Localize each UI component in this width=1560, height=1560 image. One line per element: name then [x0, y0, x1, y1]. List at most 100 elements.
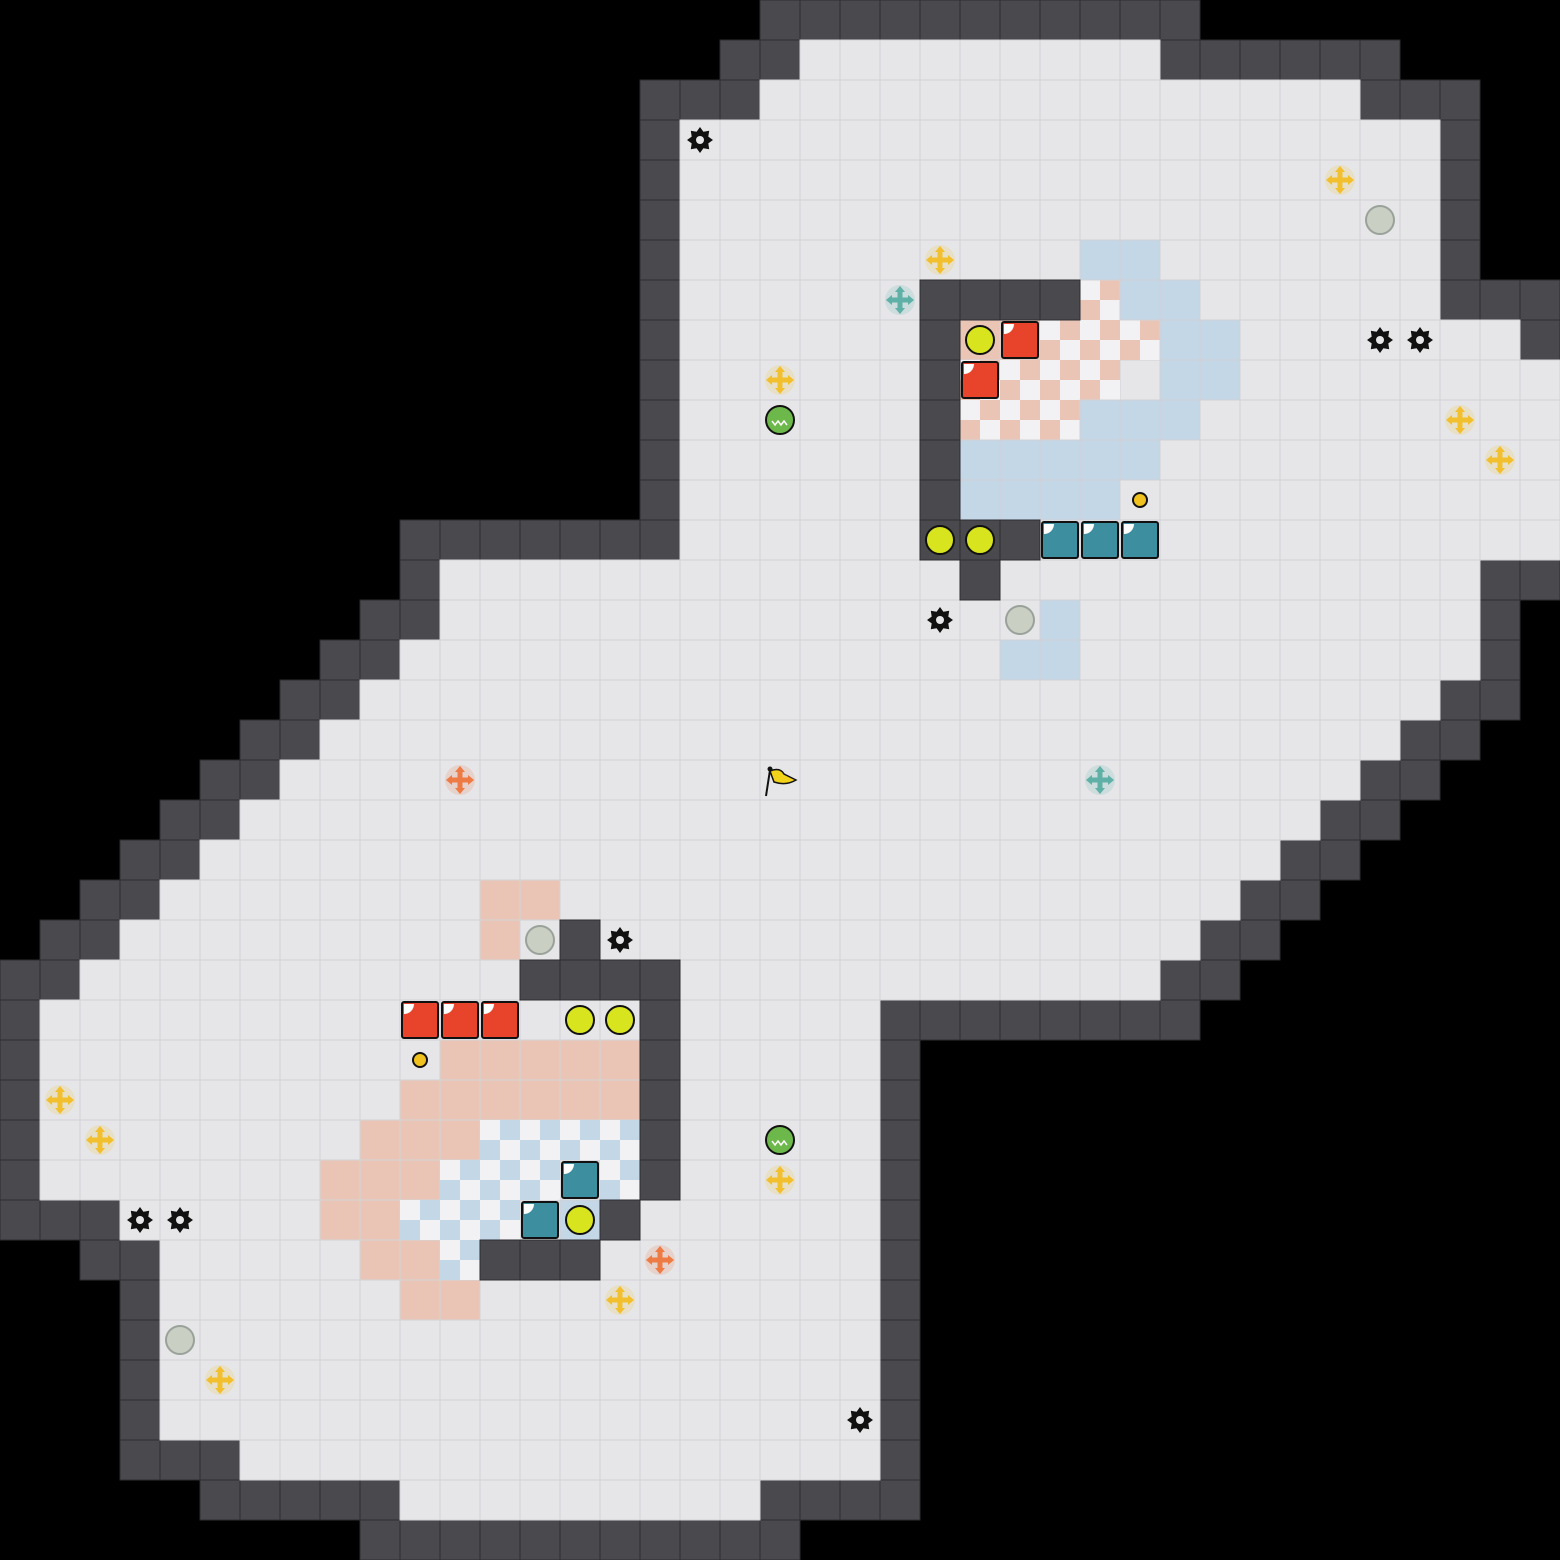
floor-tile	[79, 1079, 121, 1121]
floor-tile	[1079, 799, 1121, 841]
green-orb[interactable]	[765, 405, 795, 435]
small-coin[interactable]	[412, 1052, 428, 1068]
floor-tile	[79, 1039, 121, 1081]
blue-block-shine	[1084, 524, 1094, 534]
floor-tile	[199, 1319, 241, 1361]
move-arrow-yellow-icon[interactable]	[925, 245, 955, 275]
floor-tile	[239, 919, 281, 961]
move-arrow-teal-icon[interactable]	[885, 285, 915, 315]
floor-tile	[279, 1439, 321, 1481]
move-arrow-yellow-icon[interactable]	[1445, 405, 1475, 435]
wall-tile	[439, 519, 481, 561]
floor-tile	[1199, 599, 1241, 641]
move-arrow-yellow-icon[interactable]	[765, 365, 795, 395]
floor-tile	[959, 159, 1001, 201]
wall-tile	[639, 479, 681, 521]
floor-tile	[679, 1239, 721, 1281]
move-arrow-orange-icon[interactable]	[445, 765, 475, 795]
floor-tile	[719, 119, 761, 161]
coin[interactable]	[965, 325, 995, 355]
floor-tile	[1199, 719, 1241, 761]
blue-block-shine	[524, 1204, 534, 1214]
arrow-head	[655, 1246, 665, 1252]
move-arrow-teal-icon[interactable]	[1085, 765, 1115, 795]
move-arrow-orange-icon[interactable]	[645, 1245, 675, 1275]
blue-zone-tile-checker	[480, 1140, 500, 1160]
floor-tile	[559, 879, 601, 921]
coin[interactable]	[965, 525, 995, 555]
floor-tile	[759, 239, 801, 281]
wall-tile	[719, 39, 761, 81]
red-zone-tile	[479, 919, 521, 961]
move-arrow-yellow-icon[interactable]	[85, 1125, 115, 1155]
wall-tile	[1479, 279, 1521, 321]
flag-icon[interactable]	[765, 766, 798, 797]
floor-tile	[759, 1399, 801, 1441]
grey-pad[interactable]	[1005, 605, 1035, 635]
arrow-head	[1495, 468, 1505, 474]
floor-tile	[199, 999, 241, 1041]
arrow-head	[1108, 775, 1114, 785]
wall-tile	[479, 519, 521, 561]
grey-pad[interactable]	[525, 925, 555, 955]
floor-tile	[439, 1399, 481, 1441]
wall-tile	[639, 359, 681, 401]
coin[interactable]	[925, 525, 955, 555]
floor-tile	[1439, 359, 1481, 401]
move-arrow-yellow-icon[interactable]	[45, 1085, 75, 1115]
wall-tile	[79, 1239, 121, 1281]
floor-tile	[919, 39, 961, 81]
floor-tile	[879, 199, 921, 241]
move-arrow-yellow-icon[interactable]	[1325, 165, 1355, 195]
arrow-head	[46, 1095, 52, 1105]
floor-tile	[799, 519, 841, 561]
floor-tile	[999, 39, 1041, 81]
floor-tile	[679, 279, 721, 321]
floor-tile	[799, 919, 841, 961]
floor-tile	[839, 1439, 881, 1481]
wall-tile	[1039, 999, 1081, 1041]
floor-tile	[1279, 79, 1321, 121]
red-zone-tile-checker	[960, 420, 980, 440]
red-zone-tile	[519, 1079, 561, 1121]
blue-zone-tile-checker	[440, 1180, 460, 1200]
wall-tile	[0, 1119, 41, 1161]
floor-tile	[279, 1319, 321, 1361]
wall-tile	[1159, 0, 1201, 41]
floor-tile	[1039, 39, 1081, 81]
floor-tile	[1279, 519, 1321, 561]
wall-tile	[359, 599, 401, 641]
green-orb[interactable]	[765, 1125, 795, 1155]
move-arrow-yellow-icon[interactable]	[765, 1165, 795, 1195]
grey-pad[interactable]	[1365, 205, 1395, 235]
floor-tile	[879, 399, 921, 441]
floor-tile	[799, 599, 841, 641]
blue-block-shine	[1044, 524, 1054, 534]
move-arrow-yellow-icon[interactable]	[605, 1285, 635, 1315]
wall-tile	[359, 639, 401, 681]
arrow-bar-h	[1329, 177, 1351, 183]
arrow-head	[455, 766, 465, 772]
gear-hole	[696, 136, 704, 144]
floor-tile	[639, 1359, 681, 1401]
coin[interactable]	[605, 1005, 635, 1035]
small-coin[interactable]	[1132, 492, 1148, 508]
move-arrow-yellow-icon[interactable]	[205, 1365, 235, 1395]
red-zone-tile-checker	[1040, 340, 1060, 360]
red-zone-tile-checker	[1000, 360, 1020, 380]
floor-tile	[799, 79, 841, 121]
red-zone-tile-checker	[1060, 360, 1080, 380]
move-arrow-yellow-icon[interactable]	[1485, 445, 1515, 475]
coin[interactable]	[565, 1205, 595, 1235]
red-zone-tile	[319, 1159, 361, 1201]
blue-zone-tile-checker	[400, 1200, 420, 1220]
floor-tile	[1199, 439, 1241, 481]
floor-tile	[1119, 599, 1161, 641]
red-block-shine	[444, 1004, 454, 1014]
coin[interactable]	[565, 1005, 595, 1035]
floor-tile	[359, 799, 401, 841]
floor-tile	[239, 959, 281, 1001]
wall-tile	[759, 0, 801, 41]
red-zone-tile-checker	[1020, 380, 1040, 400]
grey-pad[interactable]	[165, 1325, 195, 1355]
